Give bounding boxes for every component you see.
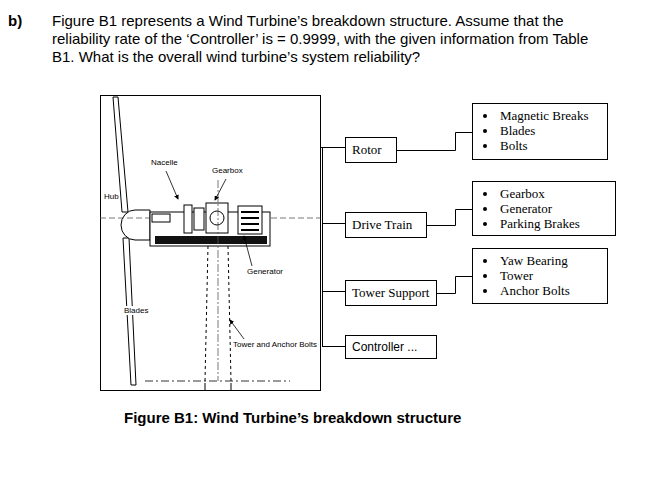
item-text: Gearbox [500, 186, 545, 202]
question-number: b) [8, 12, 22, 29]
part-label: Hub [103, 192, 120, 201]
bullet-list-box: Magnetic BreaksBladesBolts [472, 103, 608, 160]
bullet-dot [483, 289, 487, 293]
bullet-dot [483, 274, 487, 278]
list-item: Tower [483, 268, 599, 283]
bullet-dot [483, 222, 487, 226]
list-item: Gearbox [483, 186, 607, 201]
item-text: Bolts [500, 138, 527, 154]
box-label: Controller ... [352, 340, 417, 354]
list-item: Blades [483, 123, 599, 138]
part-label: Gearbox [211, 166, 244, 175]
question-text: Figure B1 represents a Wind Turbine’s br… [52, 12, 612, 66]
component-box: Rotor [345, 137, 397, 163]
bullet-list-box: Yaw BearingTowerAnchor Bolts [472, 248, 608, 304]
bullet-dot [483, 207, 487, 211]
component-box: Drive Train [345, 212, 427, 238]
tree-connector [427, 210, 472, 226]
tree-connector [437, 277, 472, 294]
part-label: Generator [246, 267, 284, 276]
bullet-list-box: GearboxGeneratorParking Brakes [472, 181, 616, 236]
bullet-dot [483, 129, 487, 133]
list-item: Bolts [483, 138, 599, 153]
list-item: Parking Brakes [483, 216, 607, 231]
bullet-dot [483, 192, 487, 196]
part-label: Tower and Anchor Bolts [232, 340, 318, 349]
part-label: Blades [123, 306, 149, 315]
item-text: Parking Brakes [500, 216, 580, 232]
box-label: Drive Train [352, 217, 412, 233]
list-item: Generator [483, 201, 607, 216]
bullet-dot [483, 144, 487, 148]
item-text: Generator [500, 201, 552, 217]
component-box: Tower Support [345, 280, 437, 306]
part-label: Nacelle [150, 158, 179, 167]
bullet-dot [483, 259, 487, 263]
bullet-dot [483, 114, 487, 118]
box-label: Tower Support [352, 285, 429, 301]
list-item: Anchor Bolts [483, 283, 599, 298]
item-text: Anchor Bolts [500, 283, 570, 299]
figure-caption: Figure B1: Wind Turbine’s breakdown stru… [124, 409, 461, 426]
component-box: Controller ... [345, 335, 437, 359]
item-text: Blades [500, 123, 535, 139]
list-item: Yaw Bearing [483, 253, 599, 268]
item-text: Yaw Bearing [500, 253, 568, 269]
tree-connector [397, 133, 472, 151]
item-text: Magnetic Breaks [500, 108, 588, 124]
item-text: Tower [500, 268, 533, 284]
list-item: Magnetic Breaks [483, 108, 599, 123]
box-label: Rotor [352, 142, 382, 158]
